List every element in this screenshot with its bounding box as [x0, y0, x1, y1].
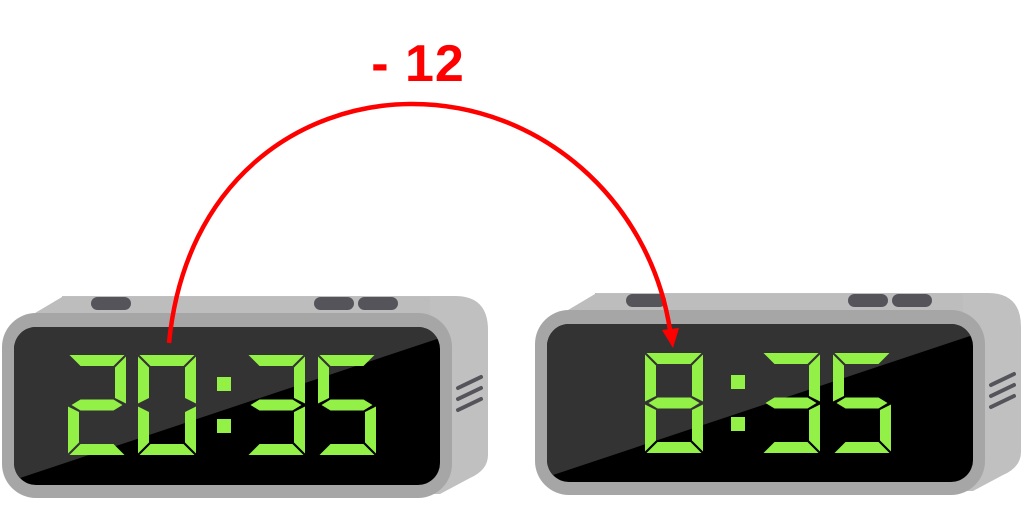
- vent-icon: [456, 375, 483, 412]
- time-display-before: [68, 355, 376, 455]
- arc-arrow: [166, 101, 673, 344]
- operation-label: - 12: [371, 35, 465, 93]
- alarm-button: [892, 294, 932, 307]
- set-button: [848, 294, 888, 307]
- alarm-button: [358, 297, 398, 310]
- vent-icon: [989, 372, 1016, 409]
- set-button: [314, 297, 354, 310]
- arrowhead-icon: [662, 328, 679, 348]
- clock-after: [535, 293, 1021, 495]
- clock-before: [2, 296, 488, 498]
- snooze-button: [91, 297, 131, 310]
- snooze-button: [626, 294, 666, 307]
- time-display-after: [645, 353, 891, 453]
